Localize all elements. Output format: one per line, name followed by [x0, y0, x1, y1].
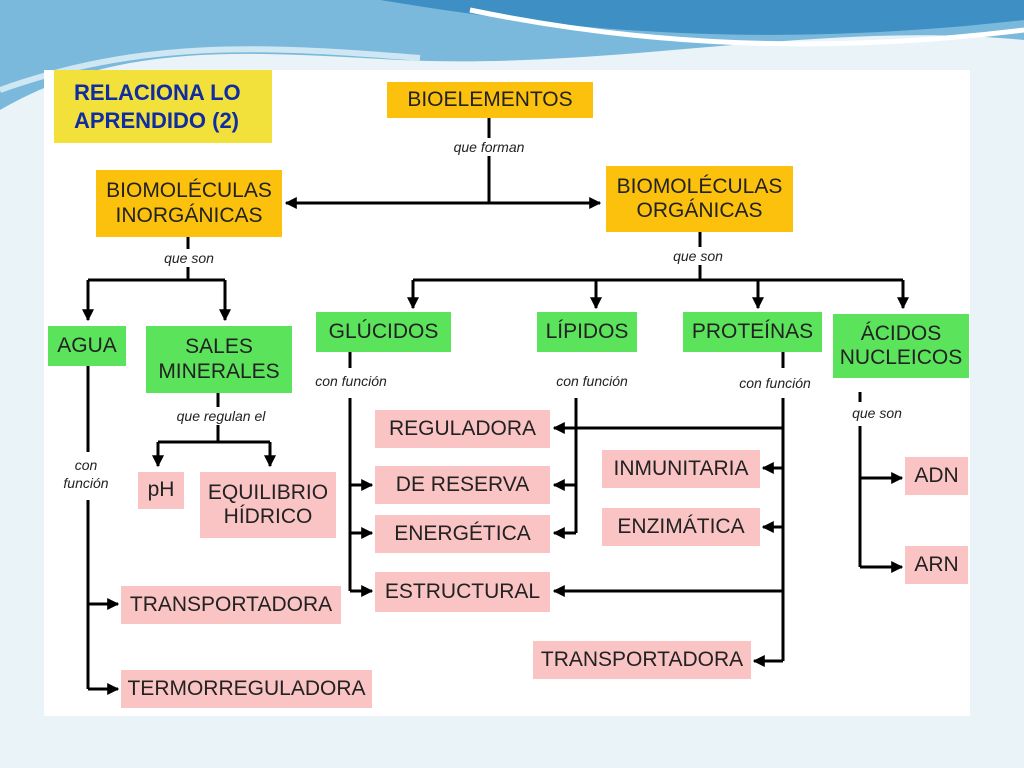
label-que-son-organicas: que son: [662, 247, 734, 266]
node-reguladora: REGULADORA: [375, 410, 550, 448]
node-lipidos: LÍPIDOS: [537, 312, 637, 352]
node-acidos-nucleicos: ÁCIDOS NUCLEICOS: [833, 314, 969, 378]
node-biomoleculas-inorganicas: BIOMOLÉCULAS INORGÁNICAS: [96, 170, 282, 237]
node-adn: ADN: [905, 457, 968, 495]
node-ph: pH: [138, 472, 184, 509]
node-de-reserva: DE RESERVA: [375, 466, 550, 504]
node-transportadora-agua: TRANSPORTADORA: [121, 586, 341, 624]
node-equilibrio-hidrico: EQUILIBRIO HÍDRICO: [200, 472, 336, 538]
node-bioelementos: BIOELEMENTOS: [387, 82, 593, 118]
node-energetica: ENERGÉTICA: [375, 515, 550, 553]
node-sales-minerales: SALES MINERALES: [146, 326, 292, 393]
label-con-funcion-proteinas: con función: [730, 374, 820, 393]
node-proteinas: PROTEÍNAS: [683, 312, 822, 352]
node-biomoleculas-organicas: BIOMOLÉCULAS ORGÁNICAS: [606, 166, 793, 232]
label-con-funcion-glucidos: con función: [306, 372, 396, 391]
label-con-funcion-lipidos: con función: [547, 372, 637, 391]
node-inmunitaria: INMUNITARIA: [602, 450, 760, 488]
label-que-regulan: que regulan el: [166, 407, 276, 426]
label-que-son-acidos: que son: [844, 404, 910, 423]
node-glucidos: GLÚCIDOS: [316, 312, 451, 352]
node-enzimatica: ENZIMÁTICA: [602, 508, 760, 546]
slide-title: RELACIONA LO APRENDIDO (2): [54, 70, 272, 143]
node-agua: AGUA: [48, 326, 126, 366]
node-arn: ARN: [905, 546, 968, 584]
label-con-funcion-agua: con función: [56, 456, 116, 493]
label-que-forman: que forman: [444, 138, 534, 157]
label-que-son-inorganicas: que son: [153, 249, 225, 268]
node-termorreguladora: TERMORREGULADORA: [121, 670, 372, 708]
node-estructural: ESTRUCTURAL: [375, 572, 550, 612]
node-transportadora-proteinas: TRANSPORTADORA: [533, 641, 751, 679]
